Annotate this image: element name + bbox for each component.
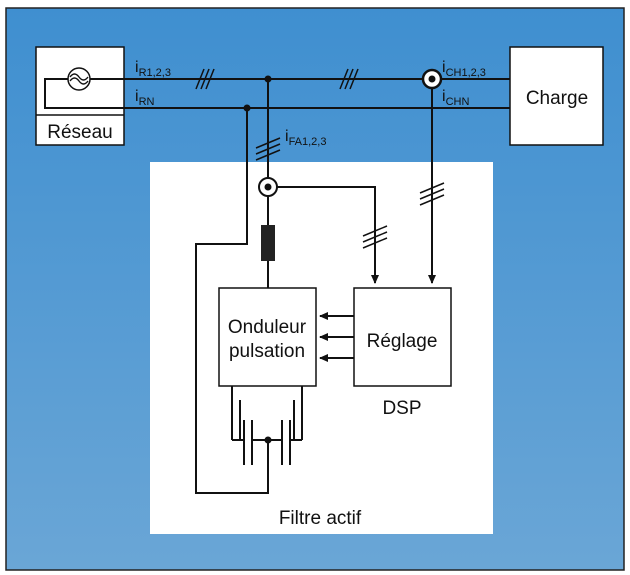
control-signal-arrows: [319, 312, 354, 362]
reseau-label: Réseau: [47, 122, 113, 143]
three-phase-marker: [419, 182, 445, 206]
current-label-ifa: iFA1,2,3: [285, 128, 326, 148]
onduleur-label-line1: Onduleur: [228, 317, 307, 338]
source-loop-wire: [44, 78, 124, 109]
three-phase-marker: [255, 137, 281, 161]
current-label-ichn: iCHN: [442, 88, 469, 108]
filter-sense-wire: [277, 186, 379, 284]
load-current-sensor-icon: [421, 68, 443, 90]
capacitor-bank-icon: [231, 386, 303, 476]
charge-label: Charge: [526, 88, 588, 109]
junction-dot: [264, 436, 272, 444]
inductor-icon: [261, 225, 275, 261]
filter-current-sensor-icon: [258, 177, 278, 197]
current-label-ir: iR1,2,3: [135, 59, 171, 79]
three-phase-marker: [195, 68, 215, 90]
ac-source-icon: [67, 67, 91, 91]
reglage-block: Réglage: [353, 287, 452, 387]
three-phase-marker: [339, 68, 359, 90]
filtre-actif-label: Filtre actif: [279, 508, 362, 529]
onduleur-block: Onduleur pulsation: [218, 287, 317, 387]
onduleur-label-line2: pulsation: [229, 341, 305, 362]
dsp-label: DSP: [382, 398, 421, 419]
current-label-ich: iCH1,2,3: [442, 59, 486, 79]
three-phase-marker: [362, 225, 388, 249]
current-label-irn: iRN: [135, 88, 155, 108]
reglage-label: Réglage: [367, 331, 438, 352]
neutral-return-wire: [195, 108, 269, 494]
charge-block: Charge: [509, 46, 604, 146]
reseau-block: Réseau: [35, 46, 125, 146]
